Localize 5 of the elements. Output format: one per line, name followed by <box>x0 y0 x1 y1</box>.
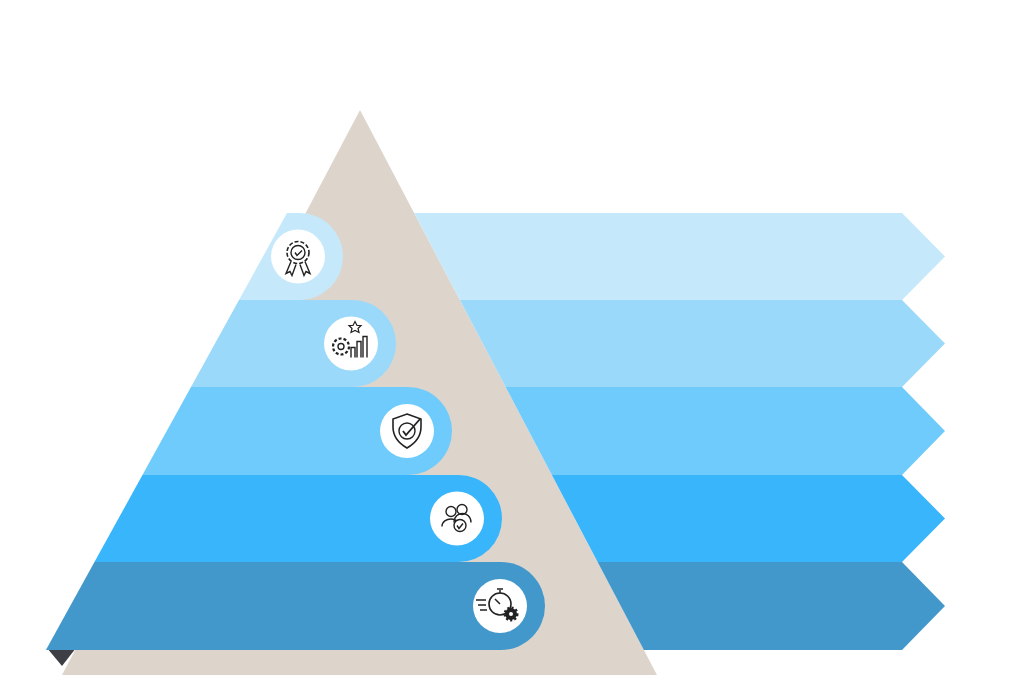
arrow-band <box>45 562 945 650</box>
arrow-band <box>191 300 945 387</box>
arrow-band <box>239 213 945 300</box>
arrow-band <box>142 387 945 475</box>
arrow-band <box>94 475 945 562</box>
